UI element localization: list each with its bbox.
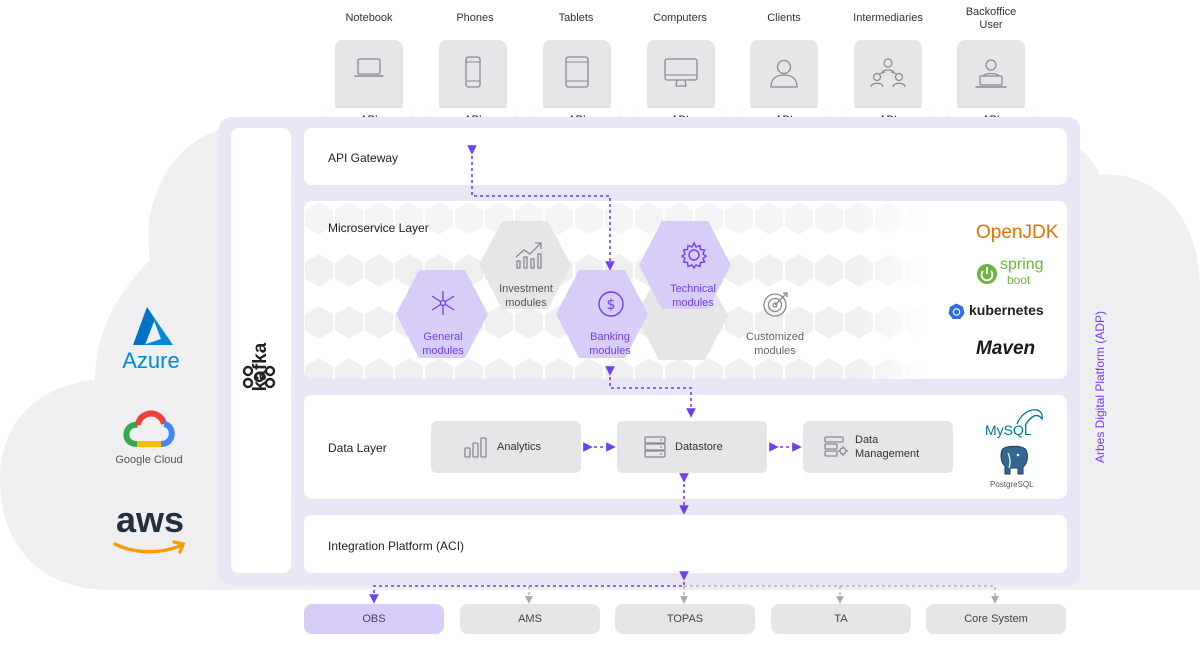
general-modules-label: General modules <box>388 330 498 358</box>
system-obs[interactable]: OBS <box>304 604 444 634</box>
gear-icon <box>680 241 708 269</box>
kubernetes-text: kubernetes <box>969 302 1044 318</box>
maven-logo: Maven <box>976 338 1036 359</box>
aws-logo: aws <box>108 500 192 560</box>
target-icon <box>763 292 788 317</box>
general-line1: General <box>423 331 463 343</box>
network-users-icon <box>870 58 906 88</box>
spring-boot-logo: spring boot <box>976 256 1046 290</box>
laptop-icon <box>354 58 384 77</box>
database-settings-icon <box>824 436 848 457</box>
customized-modules-label: Customized modules <box>720 330 830 358</box>
client-label-notebook: Notebook <box>345 12 393 24</box>
client-tile-phones[interactable] <box>439 40 507 112</box>
postgresql-elephant-icon <box>1000 445 1028 475</box>
aws-text: aws <box>115 499 185 540</box>
azure-icon <box>133 307 173 345</box>
banking-hex[interactable] <box>556 270 648 358</box>
google-cloud-logo: Google Cloud <box>108 410 198 470</box>
monitor-icon <box>664 58 698 87</box>
postgresql-text: PostgreSQL <box>990 480 1034 489</box>
analytics-box[interactable]: Analytics <box>431 421 581 473</box>
platform-name: Arbes Digital Platform (ADP) <box>1093 310 1107 464</box>
investment-line2: modules <box>505 297 547 309</box>
integration-layer[interactable]: Integration Platform (ACI) <box>304 515 1067 573</box>
system-topas[interactable]: TOPAS <box>615 604 755 634</box>
client-label-intermediaries: Intermediaries <box>853 12 923 24</box>
client-label-tablets: Tablets <box>558 12 594 24</box>
openjdk-logo: OpenJDK <box>976 222 1059 243</box>
client-label-backoffice-line2: User <box>979 19 1003 31</box>
data-mgmt-line2: Management <box>855 448 920 460</box>
api-gateway-title: API Gateway <box>328 151 399 165</box>
kafka-bar[interactable]: kafka <box>231 128 291 573</box>
api-gateway-layer[interactable]: API Gateway <box>304 128 1067 185</box>
boot-text: boot <box>1007 273 1031 287</box>
client-tile-backoffice[interactable] <box>957 40 1025 112</box>
azure-logo: Azure <box>112 305 192 375</box>
technical-line2: modules <box>672 297 714 309</box>
analytics-label: Analytics <box>497 441 542 453</box>
general-line2: modules <box>422 345 464 357</box>
mysql-text: MySQL <box>985 422 1032 438</box>
server-stack-icon <box>644 436 666 458</box>
kafka-icon <box>242 365 276 389</box>
phone-icon <box>465 56 481 88</box>
data-mgmt-line1: Data <box>855 434 879 446</box>
platform-name-wrapper: Arbes Digital Platform (ADP) <box>1090 311 1110 463</box>
client-tile-computers[interactable] <box>647 40 715 112</box>
dollar-coin-icon: $ <box>598 291 624 317</box>
data-management-box[interactable]: Data Management <box>803 421 953 473</box>
client-label-phones: Phones <box>456 12 494 24</box>
client-tile-tablets[interactable] <box>543 40 611 112</box>
microservice-title: Microservice Layer <box>328 221 429 235</box>
system-ta[interactable]: TA <box>771 604 911 634</box>
azure-text: Azure <box>122 348 180 373</box>
user-laptop-icon <box>975 59 1007 88</box>
banking-modules-label: Banking modules <box>555 330 665 358</box>
datastore-box[interactable]: Datastore <box>617 421 767 473</box>
investment-line1: Investment <box>499 283 553 295</box>
technical-hex[interactable] <box>639 221 731 309</box>
data-management-text: Data Management <box>855 433 919 461</box>
postgresql-logo: PostgreSQL <box>990 444 1040 492</box>
general-hex[interactable] <box>396 270 488 358</box>
system-ams[interactable]: AMS <box>460 604 600 634</box>
system-core[interactable]: Core System <box>926 604 1066 634</box>
google-cloud-text: Google Cloud <box>115 454 183 466</box>
datastore-label: Datastore <box>675 441 723 453</box>
kubernetes-logo: kubernetes <box>948 302 1048 322</box>
google-cloud-icon <box>123 410 175 447</box>
kubernetes-wheel-icon <box>948 303 965 319</box>
growth-chart-icon <box>515 242 542 269</box>
client-label-computers: Computers <box>653 12 707 24</box>
customized-line1: Customized <box>745 331 805 343</box>
user-icon <box>770 59 798 88</box>
banking-line2: modules <box>589 345 631 357</box>
aws-smile-icon <box>113 540 186 554</box>
mysql-logo: MySQL <box>985 406 1045 442</box>
banking-line1: Banking <box>590 331 630 343</box>
data-layer-title: Data Layer <box>328 441 387 455</box>
client-label-backoffice-line1: Backoffice <box>965 6 1017 18</box>
tablet-icon <box>565 56 589 88</box>
technical-line1: Technical <box>670 283 716 295</box>
client-label-backoffice: Backoffice User <box>941 6 1041 32</box>
investment-modules-label: Investment modules <box>471 282 581 310</box>
integration-title: Integration Platform (ACI) <box>328 539 465 553</box>
spring-text: spring <box>1000 256 1044 273</box>
bar-chart-icon <box>464 437 487 458</box>
client-tile-notebook[interactable] <box>335 40 403 112</box>
mysql-dolphin-icon <box>1016 409 1043 427</box>
svg-text:$: $ <box>607 297 616 313</box>
technical-modules-label: Technical modules <box>638 282 748 310</box>
client-tile-intermediaries[interactable] <box>854 40 922 112</box>
spring-power-icon <box>977 264 997 284</box>
hub-icon <box>431 291 455 315</box>
client-label-clients: Clients <box>767 12 801 24</box>
customized-line2: modules <box>754 345 796 357</box>
client-tile-clients[interactable] <box>750 40 818 112</box>
